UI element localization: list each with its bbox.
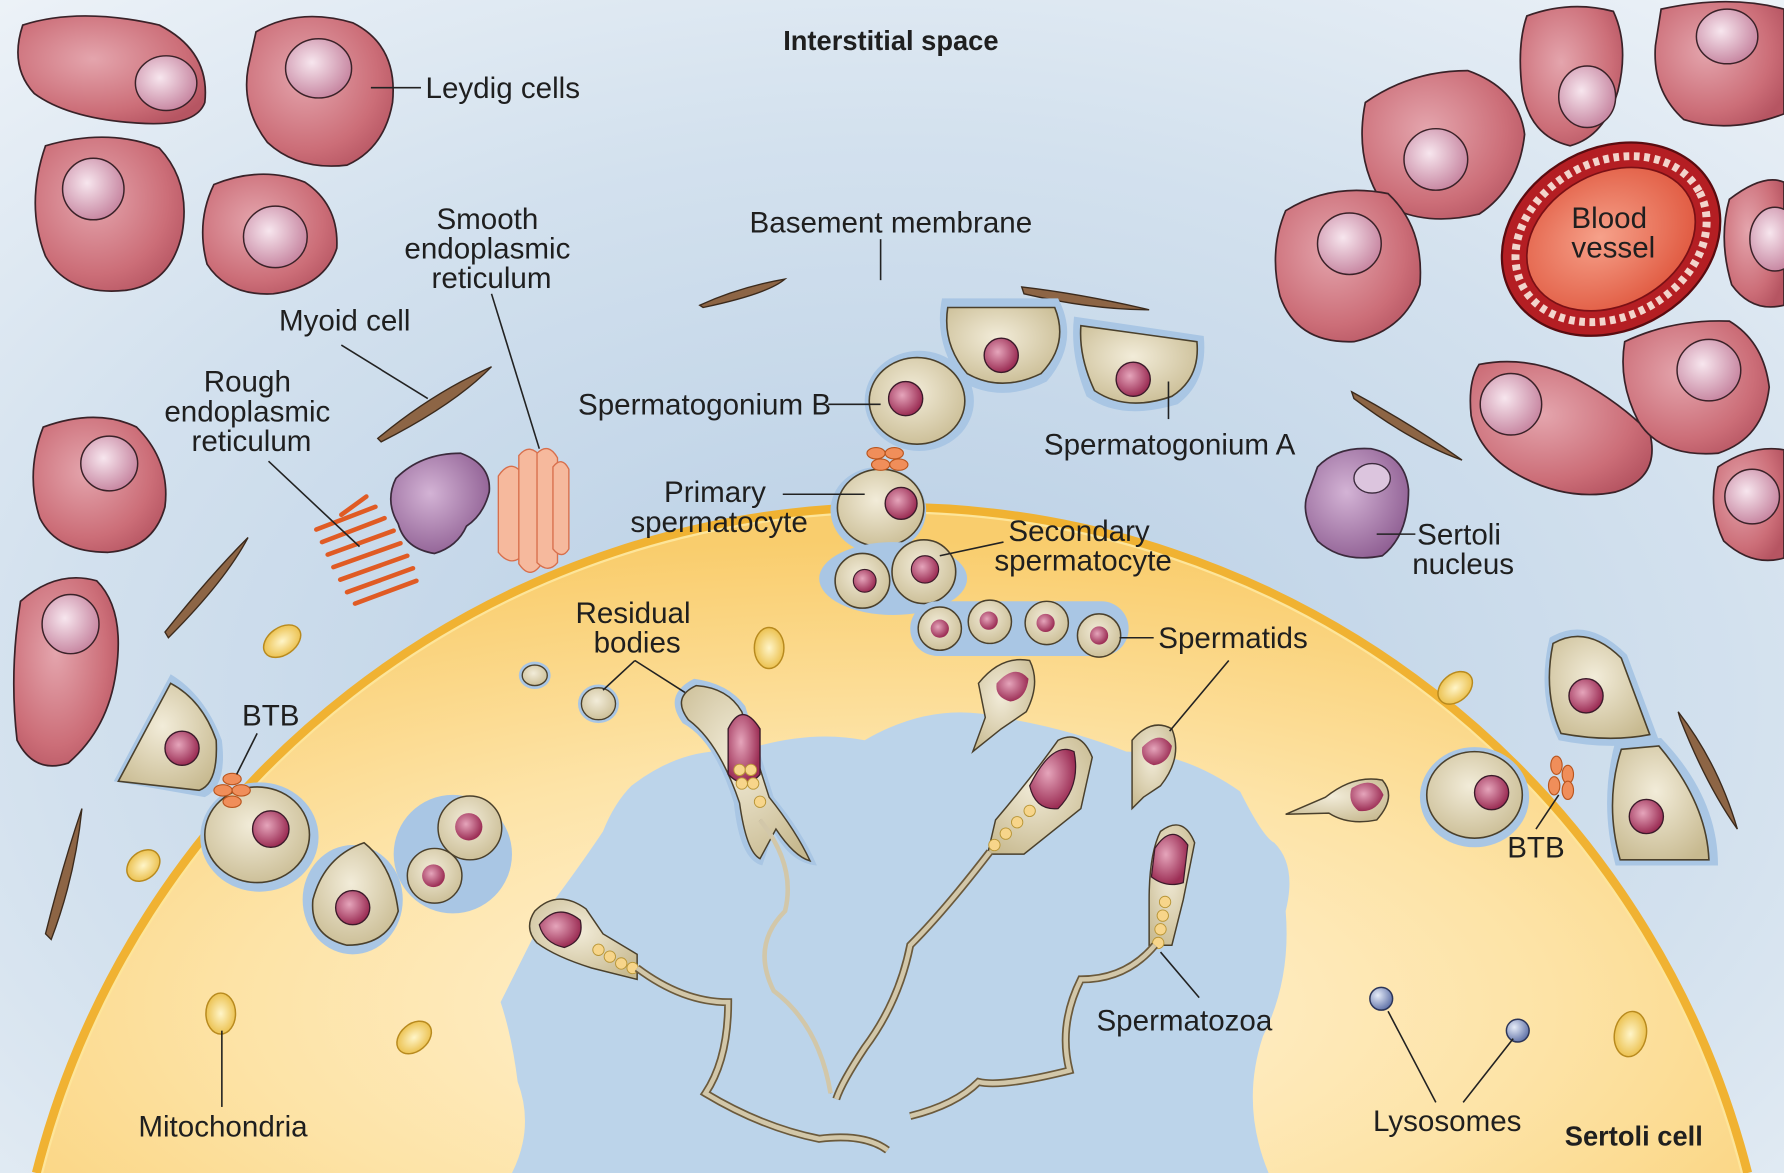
leydig-cell-group xyxy=(12,0,1784,767)
leydig-nucleus xyxy=(284,37,353,99)
leydig-nucleus xyxy=(80,435,139,492)
leydig-nucleus xyxy=(1695,8,1759,65)
mitochondrion xyxy=(1437,670,1474,705)
myoid-cell xyxy=(1350,390,1463,461)
label-secondary-spermatocyte: Secondary spermatocyte xyxy=(994,515,1171,578)
label-btb-left: BTB xyxy=(242,699,300,732)
spermatozoa-group xyxy=(528,658,1390,1154)
label-sertoli-nucleus: Sertoli nucleus xyxy=(1412,518,1514,581)
label-basement-membrane: Basement membrane xyxy=(750,206,1033,239)
leydig-nucleus xyxy=(1479,372,1543,436)
mitochondrion xyxy=(262,624,302,659)
leydig-nucleus xyxy=(61,157,125,221)
residual-body xyxy=(521,664,548,687)
label-smooth-er: Smooth endoplasmic reticulum xyxy=(404,203,578,295)
mitochondria-group xyxy=(126,624,1648,1058)
germ-cells xyxy=(113,298,1719,955)
label-residual-bodies: Residual bodies xyxy=(576,597,699,660)
leydig-nucleus xyxy=(1316,212,1382,276)
label-blood-vessel: Blood vessel xyxy=(1571,202,1655,265)
label-spermatogonium-a: Spermatogonium A xyxy=(1044,428,1296,461)
leydig-nucleus xyxy=(41,593,100,655)
mitochondrion xyxy=(205,992,237,1035)
labels: Interstitial space Leydig cells Basement… xyxy=(138,25,1702,1152)
myoid-cell xyxy=(698,277,788,309)
label-spermatogonium-b: Spermatogonium B xyxy=(578,389,831,422)
myoid-cell-group xyxy=(44,277,1739,941)
leader-lines xyxy=(221,86,1560,1107)
label-spermatids: Spermatids xyxy=(1158,622,1308,655)
smooth-er xyxy=(497,447,570,573)
leydig-nucleus xyxy=(134,55,198,112)
lysosome xyxy=(1369,986,1394,1011)
myoid-cell xyxy=(376,366,493,443)
residual-body xyxy=(580,687,617,721)
spermatogonium xyxy=(117,682,218,792)
label-sertoli-cell: Sertoli cell xyxy=(1565,1121,1703,1152)
myoid-cell xyxy=(1677,711,1739,830)
label-spermatozoa: Spermatozoa xyxy=(1096,1005,1272,1038)
mitochondrion xyxy=(396,1020,433,1055)
rough-er xyxy=(314,494,419,606)
leydig-nucleus xyxy=(1557,65,1617,129)
tubule-lumen xyxy=(500,712,1290,1173)
mitochondrion xyxy=(1613,1010,1648,1058)
label-leydig-cells: Leydig cells xyxy=(426,72,580,105)
myoid-cell xyxy=(44,808,83,941)
mitochondrion xyxy=(753,626,785,670)
leydig-nucleus xyxy=(1724,468,1781,525)
leydig-nucleus xyxy=(242,205,308,269)
label-primary-spermatocyte: Primary spermatocyte xyxy=(630,476,807,539)
label-lysosomes: Lysosomes xyxy=(1373,1105,1521,1138)
blood-vessel xyxy=(1500,141,1722,337)
leydig-nucleus xyxy=(1749,206,1784,272)
label-btb-right: BTB xyxy=(1507,832,1565,865)
label-rough-er: Rough endoplasmic reticulum xyxy=(164,366,338,458)
label-mitochondria: Mitochondria xyxy=(138,1111,308,1144)
sertoli-nucleus xyxy=(389,452,491,555)
label-myoid-cell: Myoid cell xyxy=(279,304,410,337)
btb-junctions xyxy=(213,446,1575,809)
myoid-cell xyxy=(164,537,249,639)
lysosome xyxy=(1505,1018,1530,1043)
label-interstitial-space: Interstitial space xyxy=(783,25,998,56)
leydig-nucleus xyxy=(1403,127,1469,191)
sertoli-nucleus xyxy=(1304,447,1410,559)
leydig-nucleus xyxy=(1676,338,1742,402)
mitochondrion xyxy=(126,849,161,882)
